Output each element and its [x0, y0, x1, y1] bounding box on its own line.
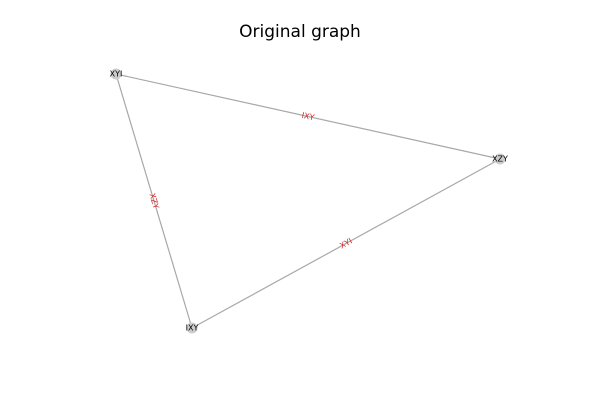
node-xyi: XYI: [110, 68, 123, 80]
edge-labels-layer: IXY XZY XYI: [147, 111, 353, 251]
edge-xyi-xzy: [115, 73, 501, 160]
edges-layer: [115, 73, 501, 329]
node-xzy: XZY: [492, 153, 508, 165]
edge-label: IXY: [301, 111, 315, 123]
nodes-layer: XYI XZY IXY: [110, 68, 508, 334]
edge-label: XYI: [338, 236, 353, 250]
node-label: XZY: [492, 155, 508, 164]
node-label: IXY: [186, 324, 199, 333]
node-circle: [186, 322, 198, 334]
edge-xyi-ixy: [115, 73, 193, 329]
node-circle: [110, 68, 122, 80]
node-label: XYI: [110, 70, 123, 79]
node-circle: [494, 153, 506, 165]
edge-label: XZY: [147, 192, 160, 210]
figure-title: Original graph: [239, 22, 361, 42]
edge-ixy-xzy: [191, 158, 501, 329]
node-ixy: IXY: [186, 322, 199, 334]
